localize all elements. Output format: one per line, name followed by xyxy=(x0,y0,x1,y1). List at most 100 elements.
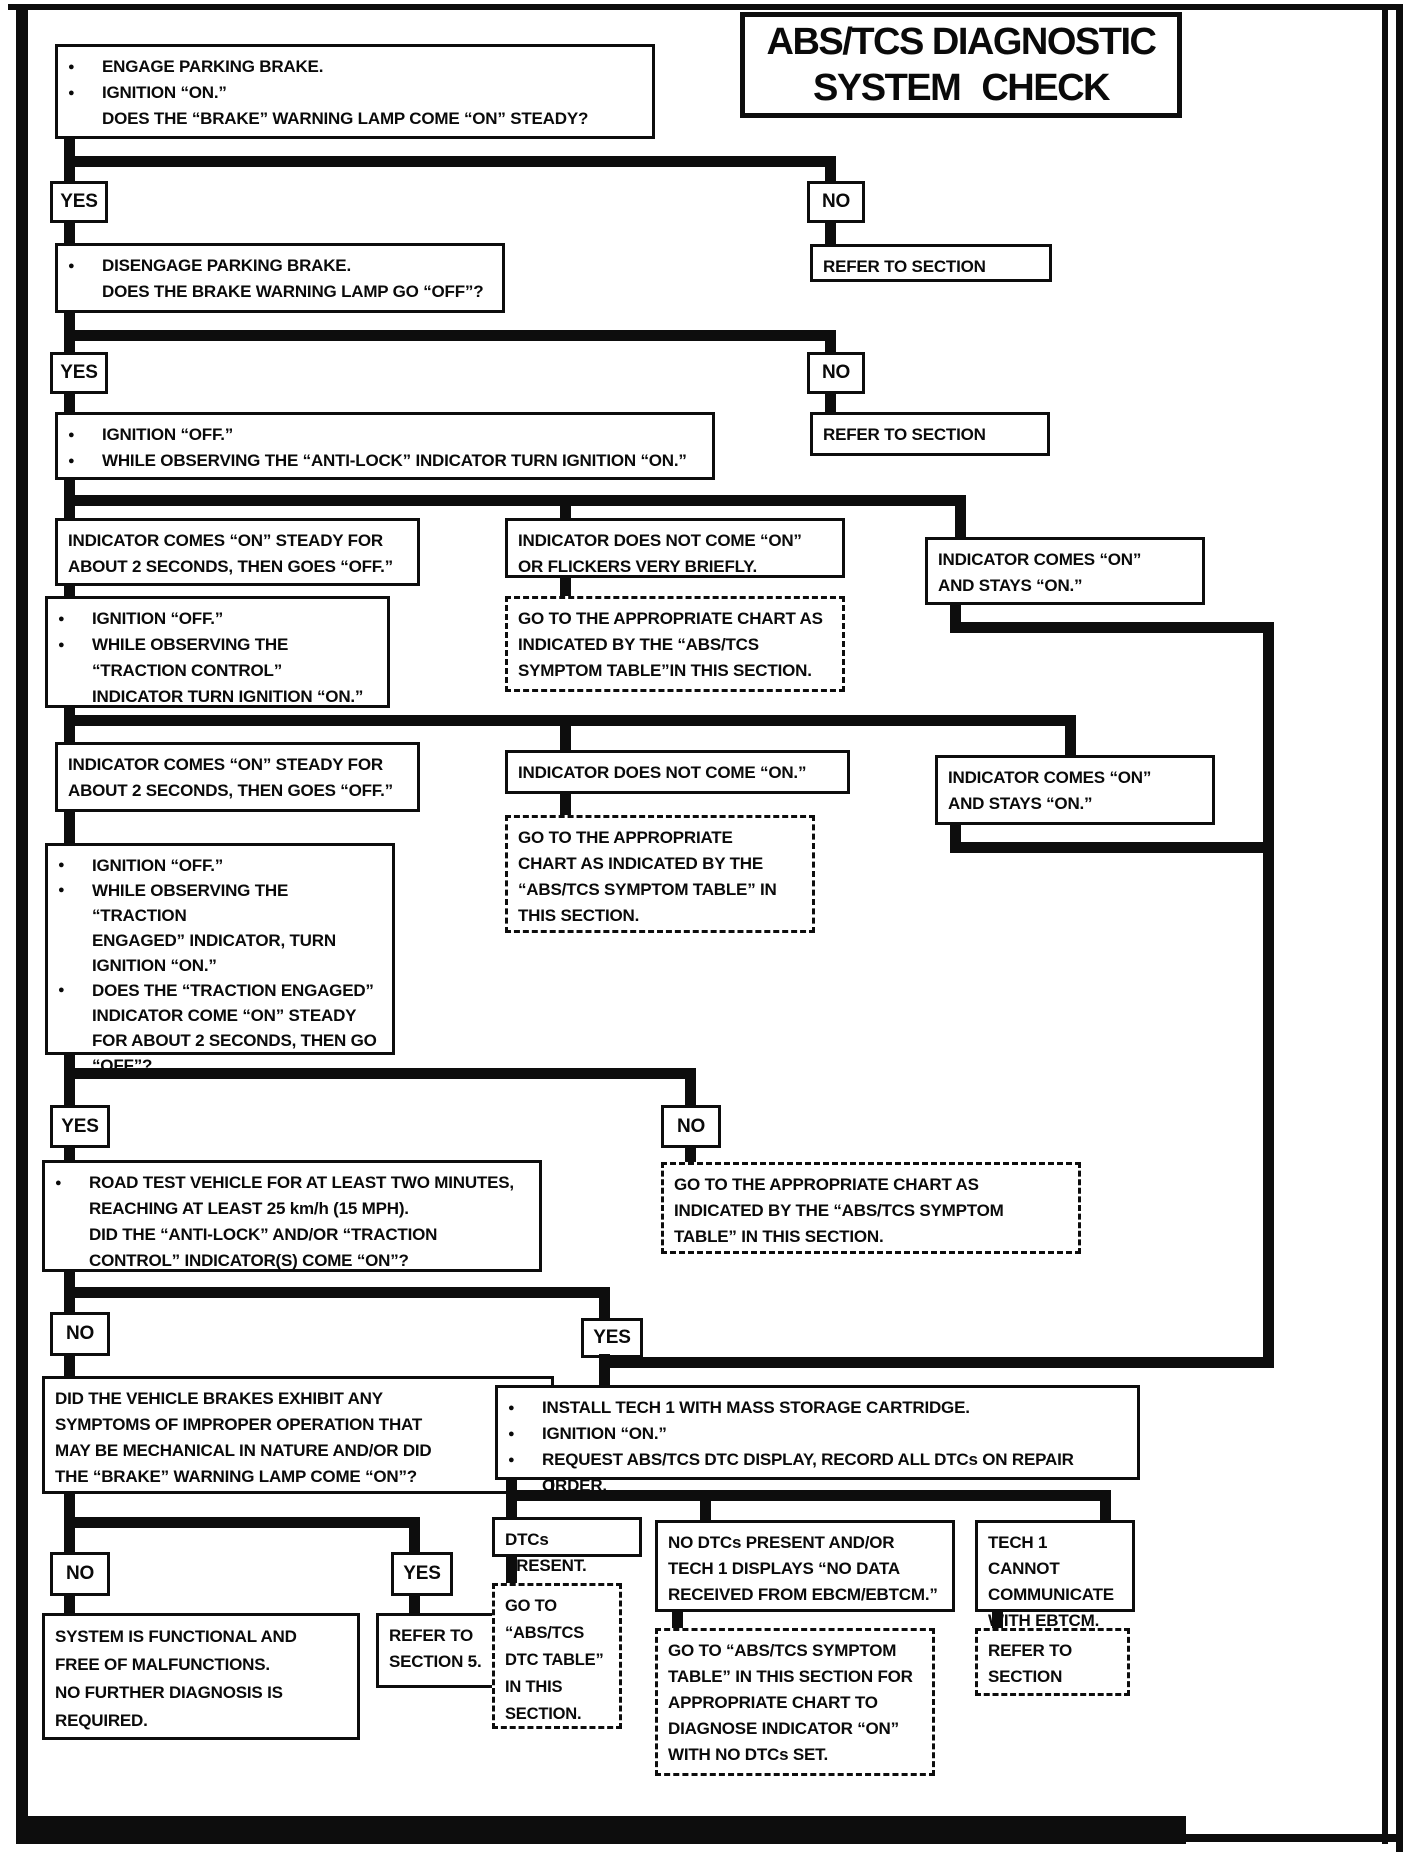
decision-no-2: NO xyxy=(807,352,865,394)
connector xyxy=(506,1490,1111,1501)
bullet-icon: ● xyxy=(68,429,75,441)
node-refer-section-2: REFER TO SECTION xyxy=(810,412,1050,456)
node-indicator-stays-on-2: INDICATOR COMES “ON” AND STAYS “ON.” xyxy=(935,755,1215,825)
bullet-icon: ● xyxy=(58,613,65,625)
connector xyxy=(825,341,836,352)
connector xyxy=(409,1528,420,1552)
connector xyxy=(64,139,75,159)
node-goto-symptom-table-3: GO TO THE APPROPRIATE CHART AS INDICATED… xyxy=(661,1162,1081,1254)
connector xyxy=(64,1068,696,1079)
node-tech1-cannot-communicate: TECH 1 CANNOT COMMUNICATE WITH EBTCM. xyxy=(975,1520,1135,1630)
connector xyxy=(64,715,1076,726)
connector xyxy=(825,223,836,244)
connector xyxy=(560,794,571,815)
page-border-right-inner xyxy=(1382,10,1388,1844)
node-system-functional: SYSTEM IS FUNCTIONAL AND FREE OF MALFUNC… xyxy=(42,1613,360,1740)
connector xyxy=(950,622,1274,633)
connector xyxy=(950,825,961,853)
connector xyxy=(409,1596,420,1613)
node-indicator-steady-1: INDICATOR COMES “ON” STEADY FOR ABOUT 2 … xyxy=(55,518,420,586)
node-refer-section-dashed: REFER TO SECTION xyxy=(975,1628,1130,1696)
node-indicator-not-on-2: INDICATOR DOES NOT COME “ON.” xyxy=(505,750,850,794)
decision-no-5: NO xyxy=(50,1552,110,1596)
node-indicator-not-on-1: INDICATOR DOES NOT COME “ON” OR FLICKERS… xyxy=(505,518,845,578)
decision-no-3: NO xyxy=(661,1105,721,1148)
bullet-icon: ● xyxy=(58,984,65,996)
node-start: ●ENGAGE PARKING BRAKE. ●IGNITION “ON.” D… xyxy=(55,44,655,139)
decision-yes-4: YES xyxy=(581,1318,643,1358)
node-antilock-observe: ●IGNITION “OFF.” ●WHILE OBSERVING THE “A… xyxy=(55,412,715,480)
connector xyxy=(955,506,966,537)
decision-yes-5: YES xyxy=(391,1552,453,1596)
decision-yes-1: YES xyxy=(50,181,108,223)
connector xyxy=(560,578,571,596)
connector xyxy=(672,1612,683,1628)
node-road-test: ●ROAD TEST VEHICLE FOR AT LEAST TWO MINU… xyxy=(42,1160,542,1272)
connector xyxy=(64,1079,75,1105)
decision-no-4: NO xyxy=(50,1312,110,1356)
connector xyxy=(64,156,836,167)
bullet-icon: ● xyxy=(58,859,65,871)
page-border-top xyxy=(8,4,1400,10)
connector xyxy=(599,1354,610,1385)
connector xyxy=(605,1357,1274,1368)
node-brake-symptoms: DID THE VEHICLE BRAKES EXHIBIT ANY SYMPT… xyxy=(42,1376,554,1494)
node-goto-dtc-table: GO TO “ABS/TCS DTC TABLE” IN THIS SECTIO… xyxy=(492,1583,622,1729)
node-no-dtcs: NO DTCs PRESENT AND/OR TECH 1 DISPLAYS “… xyxy=(655,1520,955,1612)
bullet-icon: ● xyxy=(68,260,75,272)
connector xyxy=(64,1272,75,1290)
node-indicator-steady-2: INDICATOR COMES “ON” STEADY FOR ABOUT 2 … xyxy=(55,742,420,812)
connector xyxy=(64,341,75,352)
connector xyxy=(599,1298,610,1318)
connector xyxy=(950,842,1274,853)
chart-title-line1: ABS/TCS DIAGNOSTIC xyxy=(766,21,1157,63)
connector xyxy=(64,394,75,412)
connector xyxy=(64,1356,75,1376)
page-border-bottom-band xyxy=(26,1816,1186,1844)
bullet-icon: ● xyxy=(68,455,75,467)
bullet-icon: ● xyxy=(508,1454,515,1466)
bullet-icon: ● xyxy=(58,639,65,651)
connector xyxy=(64,586,75,596)
node-goto-symptom-table-2: GO TO THE APPROPRIATE CHART AS INDICATED… xyxy=(505,815,815,933)
decision-yes-2: YES xyxy=(50,352,108,394)
connector xyxy=(825,167,836,181)
connector xyxy=(506,1501,517,1517)
connector xyxy=(64,223,75,243)
connector-right-rail xyxy=(1263,622,1274,1368)
node-goto-symptom-table-4: GO TO “ABS/TCS SYMPTOM TABLE” IN THIS SE… xyxy=(655,1628,935,1776)
connector xyxy=(64,167,75,181)
node-dtcs-present: DTCs PRESENT. xyxy=(492,1517,642,1575)
connector xyxy=(64,1528,75,1552)
connector xyxy=(1100,1501,1111,1520)
connector xyxy=(64,480,75,498)
connector xyxy=(560,726,571,750)
connector xyxy=(506,1480,517,1492)
connector xyxy=(685,1148,696,1162)
node-disengage-brake: ●DISENGAGE PARKING BRAKE. DOES THE BRAKE… xyxy=(55,243,505,313)
bullet-icon: ● xyxy=(55,1177,62,1189)
connector xyxy=(64,1287,610,1298)
connector xyxy=(64,1148,75,1160)
connector xyxy=(64,495,966,506)
bullet-icon: ● xyxy=(508,1402,515,1414)
bullet-icon: ● xyxy=(58,884,65,896)
chart-title: ABS/TCS DIAGNOSTIC SYSTEM CHECK xyxy=(740,12,1182,118)
connector xyxy=(992,1612,1003,1628)
connector xyxy=(64,330,836,341)
node-traction-control-observe: ●IGNITION “OFF.” ●WHILE OBSERVING THE “T… xyxy=(45,596,390,708)
decision-no-1: NO xyxy=(807,181,865,223)
connector xyxy=(64,726,75,742)
connector xyxy=(506,1557,517,1583)
chart-title-line2: SYSTEM CHECK xyxy=(813,67,1110,109)
node-indicator-stays-on-1: INDICATOR COMES “ON” AND STAYS “ON.” xyxy=(925,537,1205,605)
connector xyxy=(64,1517,420,1528)
connector xyxy=(64,812,75,843)
connector xyxy=(64,708,75,718)
decision-yes-3: YES xyxy=(50,1105,110,1148)
connector xyxy=(64,506,75,518)
connector xyxy=(64,313,75,333)
connector xyxy=(1065,726,1076,755)
page-border-bottom-thin xyxy=(1186,1834,1398,1842)
